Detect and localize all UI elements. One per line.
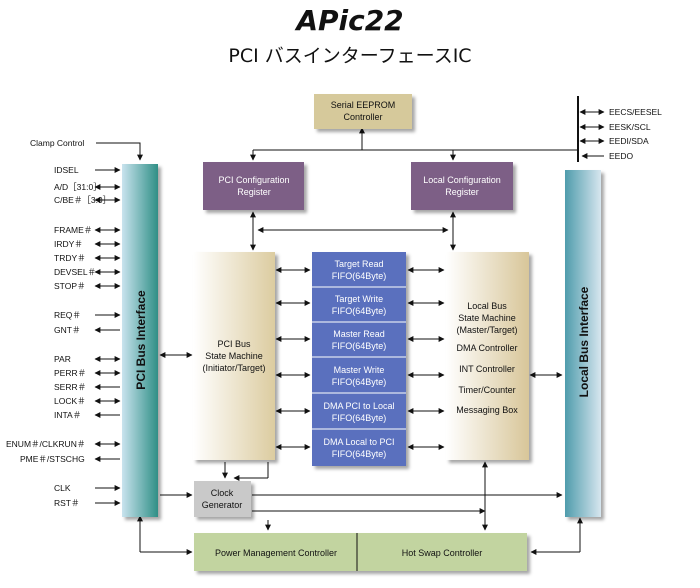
eeprom-label-1: Serial EEPROM bbox=[331, 100, 396, 110]
hot-swap-label: Hot Swap Controller bbox=[402, 548, 483, 558]
pci-config-register-block: PCI Configuration Register bbox=[203, 162, 304, 210]
signal-rst: RST＃ bbox=[54, 498, 80, 508]
fifo-dma-pci-to-local-size: FIFO(64Byte) bbox=[332, 413, 387, 423]
fifo-master-read-name: Master Read bbox=[333, 329, 385, 339]
connections bbox=[137, 96, 605, 555]
eeprom-controller-block: Serial EEPROM Controller bbox=[314, 94, 412, 129]
fifo-target-write-size: FIFO(64Byte) bbox=[332, 306, 387, 316]
power-management-label: Power Management Controller bbox=[215, 548, 337, 558]
signal-serr: SERR＃ bbox=[54, 382, 86, 392]
clock-generator-block: Clock Generator bbox=[194, 481, 251, 517]
clock-label-1: Clock bbox=[211, 488, 234, 498]
local-sm-label-3: (Master/Target) bbox=[456, 325, 517, 335]
pci-signal-labels: Clamp Control IDSEL A/D［31:0］ C/BE＃［3:0］… bbox=[6, 138, 111, 508]
local-bus-interface-label: Local Bus Interface bbox=[577, 286, 591, 397]
local-config-register-block: Local Configuration Register bbox=[411, 162, 513, 210]
signal-perr: PERR＃ bbox=[54, 368, 86, 378]
fifo-master-write-size: FIFO(64Byte) bbox=[332, 377, 387, 387]
signal-irdy: IRDY＃ bbox=[54, 239, 83, 249]
fifo-dma-local-to-pci-name: DMA Local to PCI bbox=[323, 437, 394, 447]
local-state-machine-block: Local Bus State Machine (Master/Target) … bbox=[446, 252, 529, 460]
local-sm-label-2: State Machine bbox=[458, 313, 516, 323]
fifo-cell: DMA Local to PCI FIFO(64Byte) bbox=[323, 437, 394, 459]
signal-clk: CLK bbox=[54, 483, 71, 493]
pci-signal-arrows bbox=[94, 142, 143, 506]
signal-stop: STOP＃ bbox=[54, 281, 86, 291]
signal-req: REQ＃ bbox=[54, 310, 81, 320]
pci-state-machine-block: PCI Bus State Machine (Initiator/Target) bbox=[193, 252, 275, 460]
pci-config-label-2: Register bbox=[237, 187, 271, 197]
fifo-stack: Target Read FIFO(64Byte) Target Write FI… bbox=[312, 252, 406, 466]
fifo-target-write-name: Target Write bbox=[335, 294, 383, 304]
signal-trdy: TRDY＃ bbox=[54, 253, 86, 263]
fifo-cell: Master Write FIFO(64Byte) bbox=[332, 365, 387, 387]
local-config-label-2: Register bbox=[445, 187, 479, 197]
local-sm-label-1: Local Bus bbox=[467, 301, 507, 311]
local-config-label-1: Local Configuration bbox=[423, 175, 501, 185]
signal-eecs-eesel: EECS/EESEL bbox=[609, 107, 662, 117]
fifo-master-write-name: Master Write bbox=[334, 365, 385, 375]
clamp-control-arrow bbox=[96, 142, 143, 161]
pci-bus-interface-block: PCI Bus Interface bbox=[122, 164, 158, 517]
eeprom-label-2: Controller bbox=[343, 112, 382, 122]
power-hotswap-block: Power Management Controller Hot Swap Con… bbox=[194, 533, 527, 571]
signal-par: PAR bbox=[54, 354, 71, 364]
signal-enum-clkrun: ENUM＃/CLKRUN＃ bbox=[6, 439, 85, 449]
fifo-master-read-size: FIFO(64Byte) bbox=[332, 341, 387, 351]
signal-devsel: DEVSEL＃ bbox=[54, 267, 96, 277]
signal-idsel: IDSEL bbox=[54, 165, 79, 175]
signal-ad: A/D［31:0］ bbox=[54, 182, 102, 192]
fifo-cell: DMA PCI to Local FIFO(64Byte) bbox=[323, 401, 394, 423]
fifo-dma-pci-to-local-name: DMA PCI to Local bbox=[323, 401, 394, 411]
signal-pme-stschg: PME＃/STSCHG bbox=[20, 454, 85, 464]
timer-counter-label: Timer/Counter bbox=[458, 385, 515, 395]
signal-eedo: EEDO bbox=[609, 151, 633, 161]
eeprom-signal-labels: EECS/EESEL EESK/SCL EEDI/SDA EEDO bbox=[609, 107, 662, 161]
signal-eedi-sda: EEDI/SDA bbox=[609, 136, 649, 146]
fifo-cell: Target Read FIFO(64Byte) bbox=[332, 259, 387, 281]
signal-eesk-scl: EESK/SCL bbox=[609, 122, 651, 132]
signal-lock: LOCK＃ bbox=[54, 396, 86, 406]
fifo-cell: Target Write FIFO(64Byte) bbox=[332, 294, 387, 316]
signal-clamp-control: Clamp Control bbox=[30, 138, 84, 148]
messaging-box-label: Messaging Box bbox=[456, 405, 518, 415]
int-controller-label: INT Controller bbox=[459, 364, 515, 374]
fifo-cell: Master Read FIFO(64Byte) bbox=[332, 329, 387, 351]
pci-bus-interface-label: PCI Bus Interface bbox=[134, 290, 148, 390]
pci-sm-label-3: (Initiator/Target) bbox=[202, 363, 265, 373]
signal-inta: INTA＃ bbox=[54, 410, 81, 420]
pci-sm-label-2: State Machine bbox=[205, 351, 263, 361]
fifo-target-read-name: Target Read bbox=[334, 259, 383, 269]
fifo-dma-local-to-pci-size: FIFO(64Byte) bbox=[332, 449, 387, 459]
pci-config-label-1: PCI Configuration bbox=[218, 175, 289, 185]
logo: APic22 bbox=[294, 4, 403, 37]
local-bus-interface-block: Local Bus Interface bbox=[565, 170, 601, 517]
signal-frame: FRAME＃ bbox=[54, 225, 92, 235]
dma-controller-label: DMA Controller bbox=[456, 343, 517, 353]
signal-gnt: GNT＃ bbox=[54, 325, 80, 335]
signal-cbe: C/BE＃［3:0］ bbox=[54, 195, 111, 205]
pci-sm-label-1: PCI Bus bbox=[217, 339, 251, 349]
clock-label-2: Generator bbox=[202, 500, 243, 510]
fifo-target-read-size: FIFO(64Byte) bbox=[332, 271, 387, 281]
page-title: PCI バスインターフェースIC bbox=[228, 45, 471, 67]
